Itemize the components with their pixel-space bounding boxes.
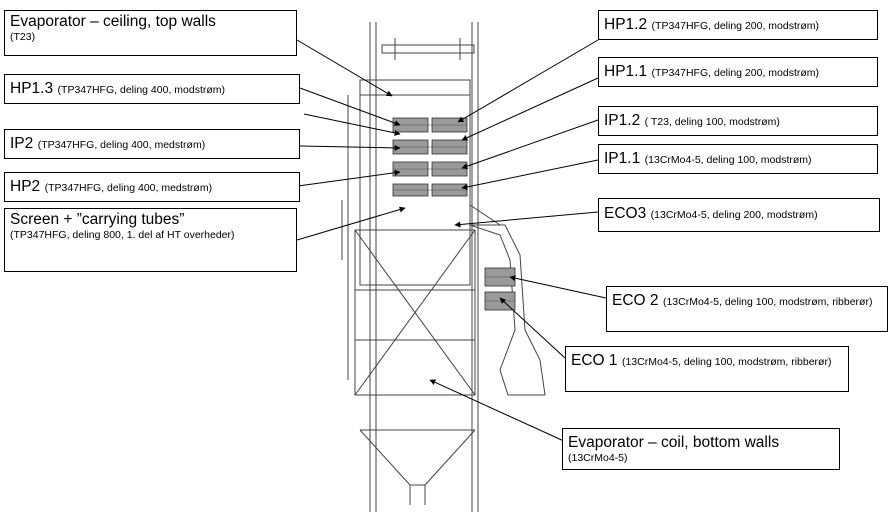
callout-evaporator-top: Evaporator – ceiling, top walls (T23) [4,10,297,56]
leader-evap-bottom [429,379,567,443]
callout-title: IP1.2 [604,112,641,129]
leader-screen [296,206,406,241]
callout-title: ECO3 [604,205,647,222]
callout-spec: (13CrMo4-5, deling 100, modstrøm, ribber… [662,296,873,308]
callout-spec: (TP347HFG, deling 400, modstrøm) [57,84,226,96]
leader-hp13 [299,87,401,126]
leader-eco3 [454,211,599,228]
leader-eco1 [499,297,566,359]
callout-ip11: IP1.1 (13CrMo4-5, deling 100, modstrøm) [598,144,878,174]
callout-spec: (TP347HFG, deling 200, modstrøm) [651,20,820,32]
callout-spec: (13CrMo4-5, deling 100, modstrøm) [644,154,812,166]
callout-spec: (13CrMo4-5) [568,451,628,464]
callout-title: IP1.1 [604,150,641,167]
callout-title: IP2 [10,135,34,152]
cross-brace [354,229,476,396]
callout-spec: (13CrMo4-5, deling 200, modstrøm) [650,209,818,221]
flue-duct [469,224,546,396]
leader-hp2 [297,169,401,187]
hopper [424,429,476,486]
callout-eco3: ECO3 (13CrMo4-5, deling 200, modstrøm) [598,198,880,232]
callout-screen: Screen + ”carrying tubes” (TP347HFG, del… [4,208,297,272]
leader-evap-top [296,39,393,97]
callout-title: HP2 [10,178,41,195]
callout-spec: (TP347HFG, deling 200, modstrøm) [651,67,820,79]
roof-beam [381,44,475,54]
boiler-casing [359,79,471,286]
leader-ip2 [299,144,401,151]
callout-evaporator-bottom: Evaporator – coil, bottom walls (13CrMo4… [562,428,840,470]
callout-spec: (13CrMo4-5, deling 100, modstrøm, ribber… [621,356,832,368]
leader-eco2 [509,275,607,299]
leader-ip12 [461,119,599,170]
callout-spec: ( T23, deling 100, modstrøm) [644,116,780,128]
hopper [359,429,411,486]
leader-hp11 [461,77,599,141]
callout-spec: (T23) [10,30,36,43]
callout-hp13: HP1.3 (TP347HFG, deling 400, modstrøm) [4,74,300,104]
callout-hp2: HP2 (TP347HFG, deling 400, medstrøm) [4,172,300,202]
lower-casing [354,229,476,396]
leader-hp12 [457,39,599,123]
callout-title: Evaporator – ceiling, top walls [10,13,216,30]
callout-spec: (TP347HFG, deling 400, medstrøm) [37,139,206,151]
callout-eco2: ECO 2 (13CrMo4-5, deling 100, modstrøm, … [606,286,888,332]
callout-spec: (TP347HFG, deling 800, 1. del af HT over… [10,228,235,241]
callout-title: ECO 1 [571,352,618,369]
callout-title: ECO 2 [612,292,659,309]
callout-title: Evaporator – coil, bottom walls [568,434,780,451]
callout-ip2: IP2 (TP347HFG, deling 400, medstrøm) [4,129,300,159]
callout-title: HP1.1 [604,63,648,80]
leader-hp13b [303,113,401,136]
callout-title: HP1.3 [10,80,54,97]
callout-ip12: IP1.2 ( T23, deling 100, modstrøm) [598,106,878,136]
callout-hp12: HP1.2 (TP347HFG, deling 200, modstrøm) [598,10,878,40]
callout-hp11: HP1.1 (TP347HFG, deling 200, modstrøm) [598,57,878,87]
callout-title: Screen + ”carrying tubes” [10,211,185,228]
leader-ip11 [461,159,599,190]
callout-eco1: ECO 1 (13CrMo4-5, deling 100, modstrøm, … [565,346,849,392]
callout-spec: (TP347HFG, deling 400, medstrøm) [44,182,213,194]
callout-title: HP1.2 [604,16,648,33]
